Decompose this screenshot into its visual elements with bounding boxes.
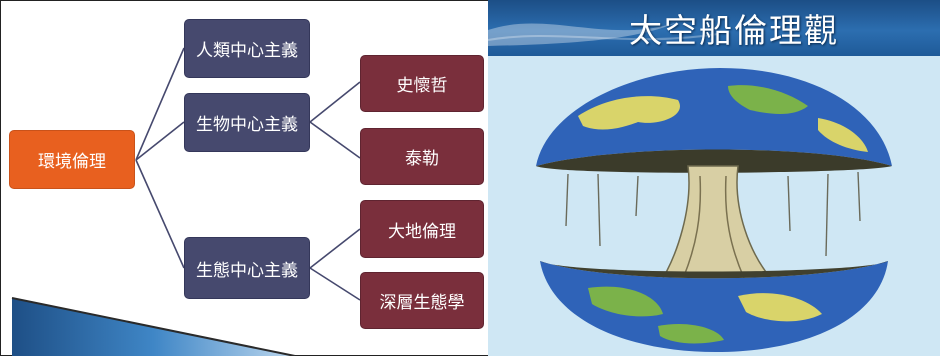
cloud-streaks [488, 22, 719, 46]
connector-eco-landethic [309, 228, 361, 269]
node-label: 生物中心主義 [196, 115, 298, 135]
node-label: 泰勒 [405, 149, 439, 169]
decorative-wedge [11, 297, 296, 356]
connector-eco-deepecology [309, 267, 361, 301]
image-title-bar: 太空船倫理觀 [488, 0, 940, 56]
node-schweitzer: 史懷哲 [360, 55, 484, 112]
node-deep-ecology: 深層生態學 [360, 272, 484, 329]
node-anthropocentrism: 人類中心主義 [184, 19, 310, 78]
earth-tree-illustration [488, 56, 940, 356]
node-label: 生態中心主義 [196, 260, 298, 281]
connector-bio-schweitzer [309, 81, 361, 123]
root-node: 環境倫理 [9, 130, 135, 189]
connector-root-ecocentrism [135, 159, 185, 269]
node-label: 人類中心主義 [196, 41, 298, 61]
root-label: 環境倫理 [38, 152, 106, 172]
node-biocentrism: 生物中心主義 [184, 93, 310, 152]
node-label: 大地倫理 [388, 221, 456, 242]
connector-root-biocentrism [135, 121, 185, 161]
connector-lines [135, 47, 361, 301]
node-taylor: 泰勒 [360, 128, 484, 185]
node-land-ethic: 大地倫理 [360, 200, 484, 258]
earth-tree-art [536, 68, 892, 352]
node-label: 深層生態學 [379, 293, 465, 313]
node-ecocentrism: 生態中心主義 [184, 237, 310, 299]
image-title: 太空船倫理觀 [629, 11, 839, 50]
node-label: 史懷哲 [396, 76, 448, 96]
connector-root-anthropocentrism [135, 47, 185, 161]
connector-bio-taylor [309, 121, 361, 159]
